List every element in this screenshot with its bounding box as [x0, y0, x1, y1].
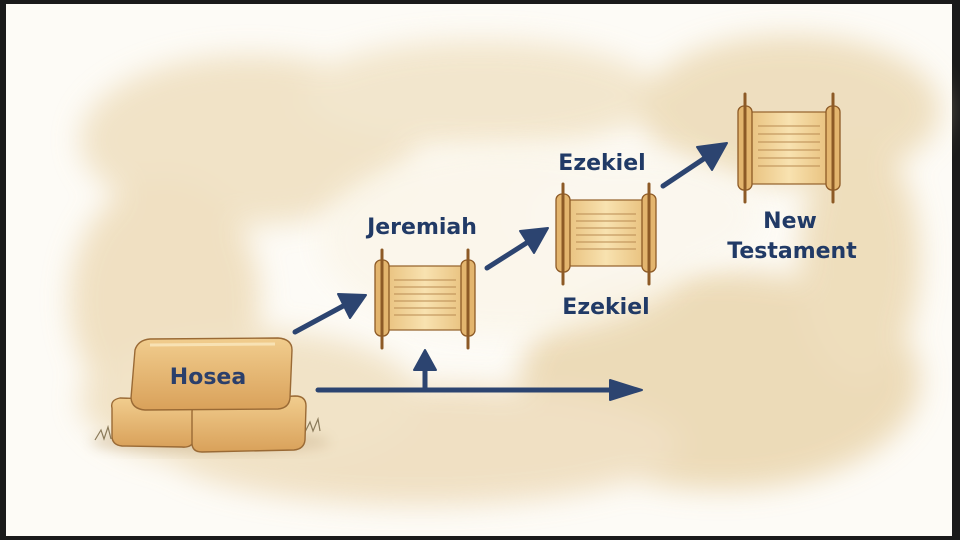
arrow-ezekiel-to-nt: [660, 155, 708, 189]
grass-tufts: [94, 416, 321, 441]
ezekiel-label-top: Ezekiel: [558, 151, 645, 176]
hosea-stones: Hosea: [110, 337, 307, 453]
new-testament-label-line2: Testament: [727, 239, 857, 264]
arrows: [292, 142, 728, 401]
new-testament-scroll-icon: [737, 92, 841, 204]
stone-top: [130, 337, 293, 411]
jeremiah-scroll-icon: [374, 248, 476, 350]
new-testament-label-line1: New: [763, 209, 817, 234]
arrow-jeremiah-to-ezekiel-head: [519, 227, 549, 254]
ezekiel-label-bottom: Ezekiel: [562, 295, 649, 320]
arrow-hosea-to-jeremiah: [292, 302, 348, 335]
arrow-jeremiah-to-ezekiel: [484, 239, 531, 271]
jeremiah-label: Jeremiah: [365, 215, 477, 240]
hosea-label: Hosea: [170, 365, 246, 390]
arrow-hosea-to-jeremiah-head: [337, 293, 367, 319]
arrow-up-to-jeremiah-head: [413, 349, 437, 371]
ezekiel-scroll-icon: [555, 182, 657, 286]
arrow-hosea-to-nt-head: [609, 379, 643, 401]
arrow-ezekiel-to-nt-head: [696, 142, 728, 171]
stone-top-highlight: [149, 342, 276, 347]
